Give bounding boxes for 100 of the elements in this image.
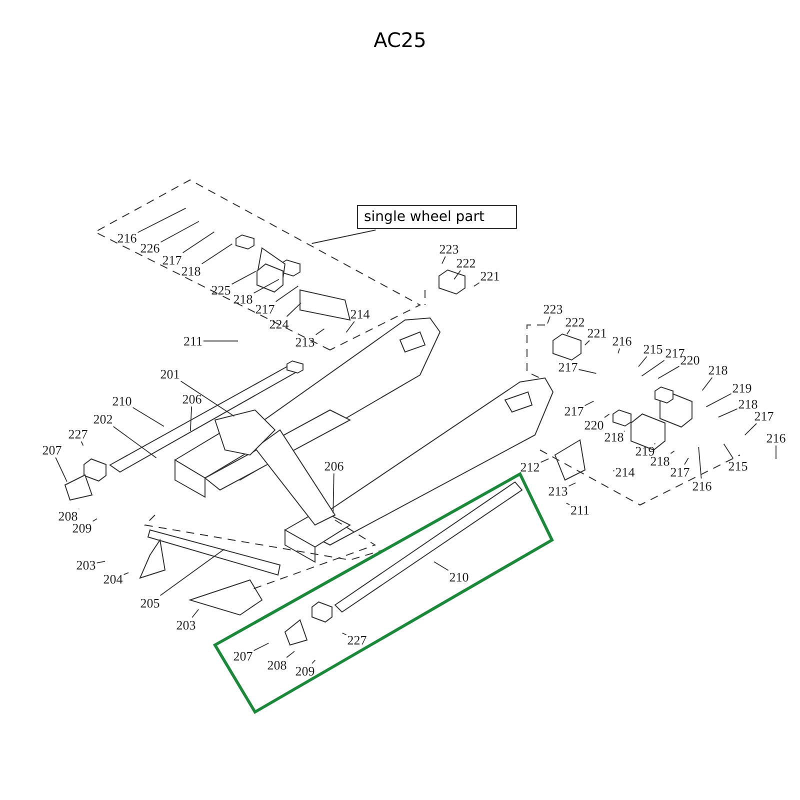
leader-line (80, 441, 84, 446)
leader-line (584, 400, 594, 406)
callout-number: 202 (93, 412, 113, 426)
callout-number: 214 (615, 466, 635, 478)
callout-number: 207 (233, 650, 253, 662)
diagram-title: AC25 (372, 28, 428, 52)
callout-number: 217 (670, 466, 690, 478)
leader-line (723, 443, 734, 459)
callout-number: 218 (650, 454, 670, 468)
callout-number: 218 (181, 264, 201, 278)
callout-number: 216 (612, 334, 632, 348)
callout-number: 206 (324, 460, 344, 472)
leader-line (180, 380, 235, 417)
callout-number: 222 (456, 256, 476, 270)
leader-line (578, 369, 597, 374)
leader-line (618, 348, 620, 354)
leader-line (641, 360, 665, 376)
callout-number: 201 (160, 368, 180, 380)
callout-number: 208 (267, 658, 287, 672)
callout-number: 206 (182, 392, 202, 406)
callout-number: 218 (233, 292, 253, 306)
leader-line (203, 340, 238, 342)
leader-line (137, 208, 186, 233)
leader-line (434, 561, 449, 571)
callout-number: 212 (520, 460, 540, 474)
callout-number: 213 (548, 484, 568, 498)
leader-line (253, 642, 270, 652)
callout-number: 217 (754, 410, 774, 422)
callout-number: 227 (68, 428, 88, 440)
leader-line (584, 340, 590, 346)
callout-number: 218 (738, 398, 758, 410)
leader-line (568, 482, 576, 487)
leader-line (201, 243, 233, 264)
callout-number: 214 (350, 308, 370, 320)
callout-number: 216 (692, 480, 712, 492)
callout-number: 203 (76, 558, 96, 572)
leader-line (604, 414, 610, 418)
callout-number: 208 (58, 510, 78, 522)
leader-line (702, 377, 713, 391)
callout-number: 204 (103, 572, 123, 586)
callout-number: 223 (439, 242, 459, 256)
callout-number: 217 (255, 302, 275, 316)
leader-line (718, 408, 738, 418)
leader-line (182, 231, 215, 254)
leader-line (190, 406, 192, 432)
callout-number: 221 (480, 270, 500, 282)
leader-line (670, 450, 675, 454)
leader-line (454, 270, 461, 280)
leader-line (332, 473, 334, 514)
callout-number: 210 (112, 394, 132, 408)
callout-number: 220 (584, 418, 604, 432)
leader-line (286, 302, 302, 317)
leader-line (654, 443, 656, 445)
leader-line (275, 286, 299, 302)
leader-line (160, 548, 225, 596)
callout-number: 215 (643, 342, 663, 356)
leader-line (231, 270, 256, 285)
callout-number: 217 (162, 254, 182, 266)
leader-line (132, 407, 164, 427)
callout-number: 219 (732, 382, 752, 394)
leader-line (112, 426, 157, 458)
callout-number: 226 (140, 242, 160, 254)
callout-number: 227 (347, 634, 367, 646)
callout-number: 217 (564, 404, 584, 418)
leader-line (684, 458, 689, 465)
leader-line (473, 282, 480, 287)
leader-line (547, 316, 551, 324)
callout-number: 225 (211, 284, 231, 296)
leader-line (706, 393, 732, 408)
leader-line (253, 278, 280, 294)
leader-line (638, 356, 648, 368)
leader-line (658, 366, 680, 379)
leader-line (192, 608, 200, 618)
callout-number: 209 (72, 522, 92, 534)
callout-number: 222 (565, 316, 585, 328)
leader-line (744, 423, 757, 436)
leader-line (342, 632, 347, 636)
leader-line (442, 256, 446, 264)
callout-number: 219 (635, 444, 655, 458)
callout-number: 215 (728, 460, 748, 472)
leader-line (55, 457, 68, 482)
callout-number: 217 (558, 360, 578, 374)
leader-line (311, 230, 376, 244)
leader-line (566, 329, 570, 335)
callout-number: 213 (295, 336, 315, 348)
callout-number: 218 (708, 364, 728, 376)
callout-number: 218 (604, 430, 624, 444)
leader-line (540, 458, 550, 463)
callout-number: 224 (269, 318, 289, 330)
leader-line (312, 660, 316, 664)
callout-number: 223 (543, 302, 563, 316)
leader-line (566, 502, 570, 506)
callout-number: 205 (140, 596, 160, 610)
callout-number: 221 (587, 326, 607, 340)
leader-line (96, 560, 106, 564)
leader-line (160, 220, 200, 243)
callout-number: 216 (117, 232, 137, 244)
callout-number: 216 (766, 432, 786, 444)
leader-line (346, 321, 355, 333)
label-box: single wheel part (357, 205, 517, 229)
